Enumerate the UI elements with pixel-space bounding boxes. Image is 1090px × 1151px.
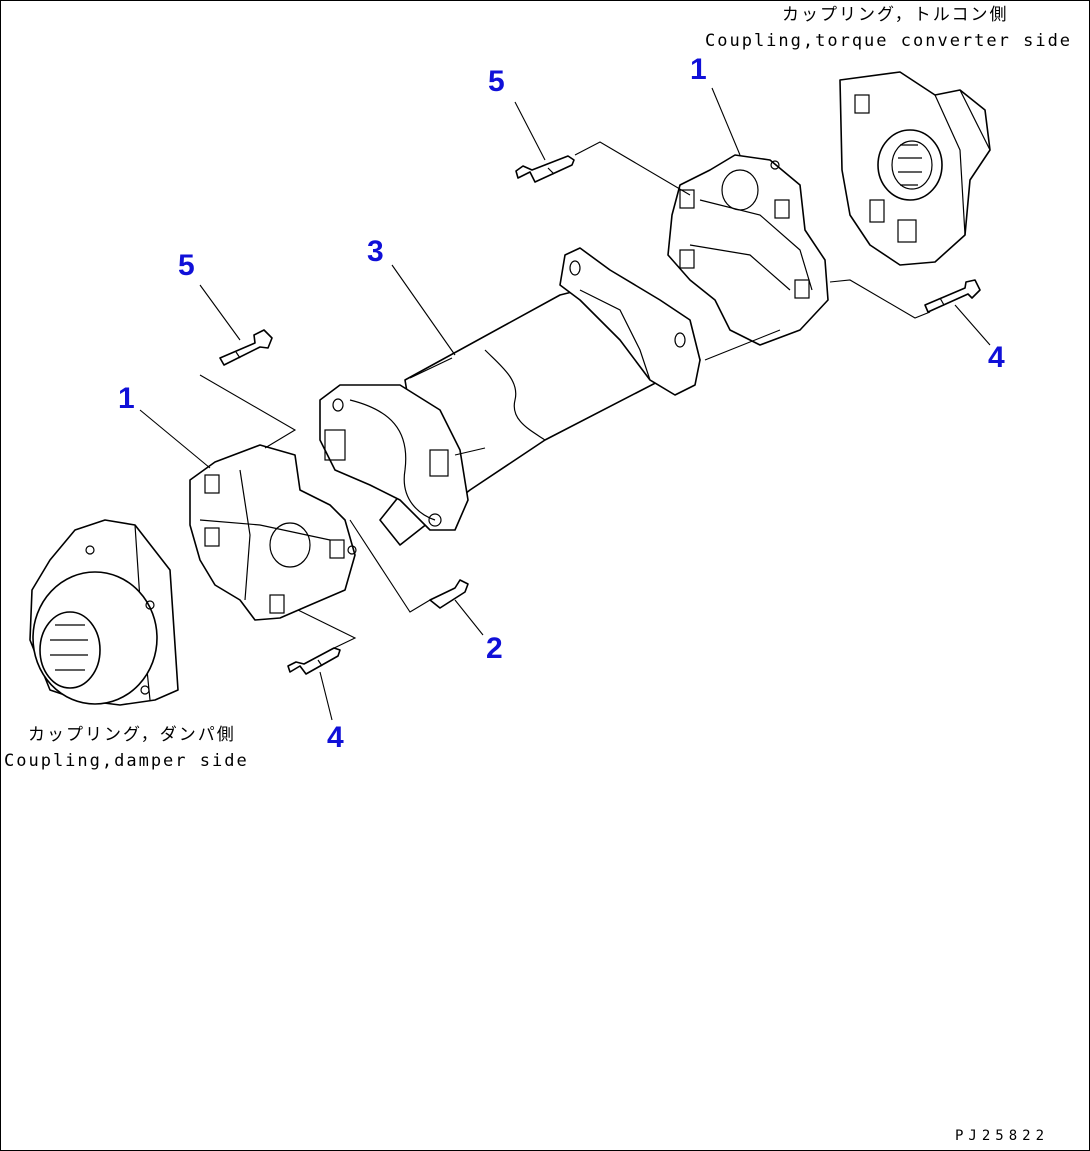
torque-converter-flange (839, 71, 991, 266)
caption-torque-en: Coupling,torque converter side (705, 31, 1073, 51)
callout-4-bottom: 4 (327, 721, 344, 754)
shaft (319, 247, 701, 546)
callout-4-right: 4 (988, 341, 1005, 374)
callout-5-top: 5 (488, 65, 505, 98)
callout-1-top: 1 (690, 53, 707, 86)
leader-lines (139, 87, 991, 721)
callout-3: 3 (367, 235, 384, 268)
grease-fitting-2 (429, 579, 469, 609)
callout-1-left: 1 (118, 382, 135, 415)
coupling-left (189, 444, 357, 621)
bolt-right-4 (924, 279, 981, 313)
caption-torque-jp: カップリング，トルコン側 (782, 5, 1009, 25)
callout-5-left: 5 (178, 249, 195, 282)
drawing-id: PJ25822 (955, 1128, 1050, 1144)
callout-2: 2 (486, 632, 503, 665)
caption-damper-jp: カップリング，ダンパ側 (28, 725, 236, 745)
bolt-bottom-4 (287, 647, 341, 675)
damper-flange (29, 519, 179, 706)
bolt-top-5 (515, 155, 575, 183)
coupling-right (667, 154, 829, 346)
bolt-left-5 (219, 329, 273, 366)
caption-damper-en: Coupling,damper side (4, 751, 249, 771)
